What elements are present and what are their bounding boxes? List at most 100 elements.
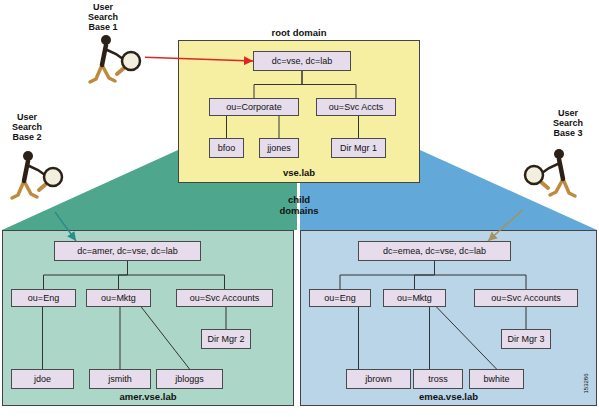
directory-entry-box: ou=Corporate — [209, 98, 299, 116]
directory-entry-box: Dir Mgr 2 — [201, 329, 251, 349]
search-base-arrow — [145, 57, 253, 61]
entry-text: jsmith — [108, 374, 132, 384]
searcher-figure — [12, 151, 62, 198]
entry-text: bfoo — [218, 143, 236, 153]
group-label: child domains — [268, 194, 330, 216]
domain-heading: root domain — [179, 27, 419, 38]
figure-head — [23, 151, 33, 161]
tree-line — [119, 261, 128, 289]
entry-text: ou=Svc Accounts — [190, 293, 259, 303]
tree-line — [526, 307, 527, 329]
figure-number: 153286 — [581, 364, 592, 404]
tree-line — [279, 116, 280, 138]
figure-arm — [542, 163, 560, 173]
entry-text: jjones — [267, 143, 291, 153]
entry-text: Dir Mgr 2 — [207, 334, 244, 344]
entry-text: jbloggs — [175, 374, 204, 384]
directory-entry-box: dc=emea, dc=vse, dc=lab — [358, 241, 511, 261]
search-base-arrow — [55, 212, 76, 241]
directory-entry-box: bwhite — [469, 369, 524, 389]
domain-panel: amer.vse.lab dc=amer, dc=vse, dc=lab ou=En… — [2, 230, 294, 406]
directory-entry-box: jdoe — [11, 369, 74, 389]
directory-entry-box: ou=Mktg — [86, 289, 151, 307]
figure-legs — [550, 179, 575, 196]
directory-entry-box: tross — [413, 369, 463, 389]
directory-entry-box: Dir Mgr 3 — [501, 329, 551, 349]
directory-entry-box: jbrown — [346, 369, 411, 389]
directory-entry-box: ou=Svc Accounts — [474, 289, 578, 307]
directory-entry-box: ou=Mktg — [383, 289, 446, 307]
tree-line — [44, 261, 128, 289]
tree-line — [358, 307, 359, 369]
tree-line — [128, 261, 225, 289]
magnifier-lens — [525, 166, 543, 184]
search-base-figure: User Search Base 1 — [72, 2, 145, 94]
entry-text: bwhite — [483, 374, 509, 384]
entry-text: tross — [428, 374, 448, 384]
tree-line — [358, 116, 359, 138]
directory-entry-box: bfoo — [209, 138, 244, 158]
entry-text: ou=Eng — [28, 293, 59, 303]
entry-text: ou=Svc Accts — [329, 102, 383, 112]
search-base-label: User Search Base 1 — [82, 2, 124, 32]
figure-legs — [90, 65, 115, 82]
directory-entry-box: ou=Eng — [11, 289, 76, 307]
magnifier-handle — [541, 182, 548, 188]
entry-text: ou=Mktg — [397, 293, 432, 303]
directory-entry-box: Dir Mgr 1 — [331, 138, 386, 158]
magnifier-lens — [122, 52, 140, 70]
tree-line — [120, 307, 121, 369]
magnifier-lens — [44, 168, 62, 186]
domain-name: amer.vse.lab — [3, 391, 293, 402]
entry-text: jbrown — [365, 374, 392, 384]
search-base-label: User Search Base 2 — [4, 112, 50, 142]
domain-name: emea.vse.lab — [301, 391, 596, 402]
tree-line — [42, 307, 43, 369]
directory-entry-box: ou=Eng — [309, 289, 371, 307]
entry-text: Dir Mgr 3 — [507, 334, 544, 344]
entry-text: ou=Mktg — [101, 293, 136, 303]
figure-head — [101, 35, 111, 45]
figure-legs — [12, 181, 37, 198]
tree-line — [302, 71, 356, 98]
tree-line — [415, 261, 435, 289]
tree-line — [226, 116, 227, 138]
directory-entry-box: ou=Svc Accts — [316, 98, 396, 116]
directory-entry-box: jjones — [259, 138, 299, 158]
tree-line — [141, 307, 189, 369]
search-base-label: User Search Base 3 — [545, 108, 591, 138]
tree-line — [254, 71, 302, 98]
directory-entry-box: dc=vse, dc=lab — [253, 51, 351, 71]
entry-text: ou=Svc Accounts — [491, 293, 560, 303]
domain-panel: root domainvse.labdc=vse, dc=labou=Corpo… — [178, 40, 420, 183]
search-base-figure: User Search Base 2 — [4, 112, 64, 212]
directory-entry-box: jbloggs — [156, 369, 223, 389]
searcher-figure — [525, 149, 575, 196]
tree-line — [340, 261, 435, 289]
search-base-arrow — [488, 210, 523, 241]
search-base-figure: User Search Base 3 — [505, 108, 593, 210]
tree-line — [429, 307, 430, 369]
magnifier-handle — [117, 68, 124, 74]
magnifier-handle — [39, 184, 46, 190]
tree-line — [437, 307, 497, 369]
directory-entry-box: jsmith — [89, 369, 151, 389]
domain-name: vse.lab — [179, 167, 419, 178]
entry-text: dc=emea, dc=vse, dc=lab — [383, 246, 486, 256]
entry-text: ou=Corporate — [226, 102, 281, 112]
directory-entry-box: dc=amer, dc=vse, dc=lab — [54, 241, 201, 261]
tree-line — [226, 307, 227, 329]
searcher-figure — [90, 35, 140, 82]
entry-text: Dir Mgr 1 — [340, 143, 377, 153]
entry-text: dc=amer, dc=vse, dc=lab — [77, 246, 177, 256]
figure-arm — [105, 49, 123, 59]
entry-text: ou=Eng — [324, 293, 355, 303]
entry-text: dc=vse, dc=lab — [272, 56, 333, 66]
domain-panel: emea.vse.lab dc=emea, dc=vse, dc=lab ou=En… — [300, 230, 597, 406]
directory-entry-box: ou=Svc Accounts — [176, 289, 273, 307]
tree-line — [435, 261, 527, 289]
figure-arm — [27, 165, 45, 175]
entry-text: jdoe — [34, 374, 51, 384]
